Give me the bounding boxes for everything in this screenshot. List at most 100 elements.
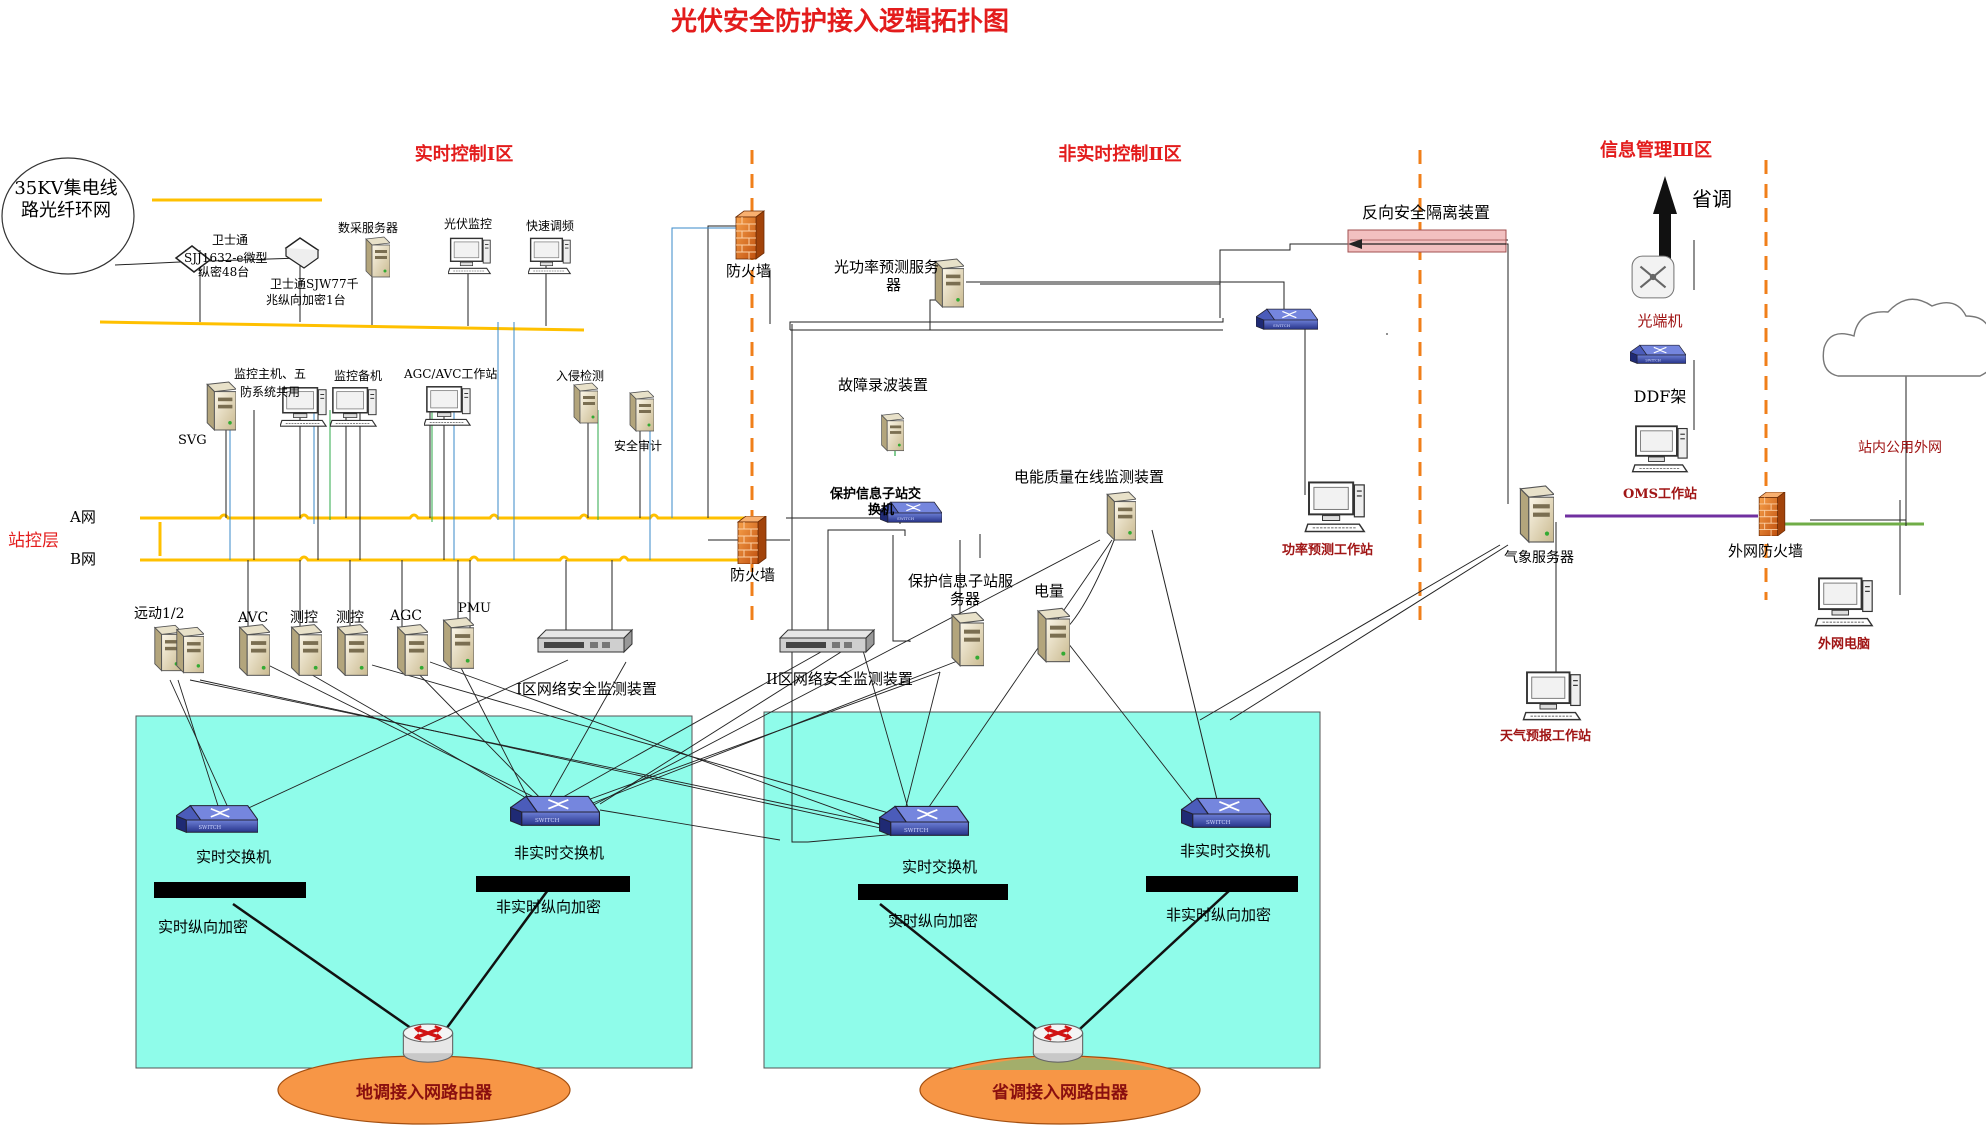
ddf-switch-icon xyxy=(1630,344,1686,364)
nrt-enc-left-label: 非实时纵向加密 xyxy=(496,898,601,916)
ck1-label: 测控 xyxy=(290,610,318,626)
energy-label: 电量 xyxy=(1034,582,1064,600)
router-left-label: 地调接入网路由器 xyxy=(356,1082,493,1103)
power-forecast-server-icon[interactable] xyxy=(934,258,964,308)
weather-ws-label: 天气预报工作站 xyxy=(1500,728,1591,744)
wst1c-label: 纵密48台 xyxy=(198,264,249,279)
prot-server-label-1: 保护信息子站服 xyxy=(908,572,1013,590)
fault-rec-label: 故障录波装置 xyxy=(838,376,928,394)
yd-label: 远动1/2 xyxy=(134,606,185,622)
data-server-icon[interactable] xyxy=(365,236,390,278)
pf-server-label-1: 光功率预测服务 xyxy=(834,258,939,276)
ext-pc-label: 外网电脑 xyxy=(1817,636,1870,652)
rt-switch-left-label: 实时交换机 xyxy=(196,848,271,866)
optical-terminal-icon xyxy=(1631,255,1675,299)
ck2-label: 测控 xyxy=(336,610,364,626)
agc-label: AGC xyxy=(389,608,422,624)
agc-server-icon[interactable] xyxy=(396,624,428,676)
reverse-isolation-device xyxy=(1347,229,1507,253)
oms-workstation-icon[interactable] xyxy=(1631,425,1689,473)
sec-mon2-label: II区网络安全监测装置 xyxy=(766,670,913,688)
ext-fw-label: 外网防火墙 xyxy=(1728,542,1803,560)
svg-label: SVG xyxy=(178,433,207,448)
rt-enc-right-label: 实时纵向加密 xyxy=(888,912,978,930)
fw1-label: 防火墙 xyxy=(726,262,771,280)
firewall-1-icon xyxy=(735,210,765,260)
nrt-switch-left-label: 非实时交换机 xyxy=(514,844,604,862)
public-net-cloud xyxy=(1822,298,1986,377)
power-forecast-ws-icon[interactable] xyxy=(1304,481,1366,533)
weather-forecast-ws-icon[interactable] xyxy=(1522,671,1582,721)
sec-mon1-label: I区网络安全监测装置 xyxy=(516,680,657,698)
pmu-label: PMU xyxy=(458,601,491,616)
svg-server-icon[interactable] xyxy=(206,381,236,431)
prot-switch-label-2: 换机 xyxy=(868,502,894,518)
text-layer: 光伏安全防护接入逻辑拓扑图 实时控制Ⅰ区 非实时控制Ⅱ区 信息管理Ⅲ区 35KV… xyxy=(8,6,1942,1103)
wst1-label: 卫士通 xyxy=(212,233,248,247)
wst2b-label: 兆纵向加密1台 xyxy=(266,292,346,307)
monitor-backup-pc-icon[interactable] xyxy=(330,386,377,428)
optical-label: 光端机 xyxy=(1637,312,1682,330)
external-firewall-icon xyxy=(1758,492,1786,536)
agc-avc-ws-icon[interactable] xyxy=(424,385,471,427)
encryption-bars xyxy=(154,876,1298,900)
mon-backup-label: 监控备机 xyxy=(334,369,382,383)
external-pc-icon[interactable] xyxy=(1814,577,1874,627)
measure-control-2-icon[interactable] xyxy=(336,624,368,676)
zone2-label: 非实时控制Ⅱ区 xyxy=(1058,143,1181,165)
router-left-icon xyxy=(401,1022,455,1064)
reverse-iso-label: 反向安全隔离装置 xyxy=(1362,203,1490,222)
public-net-label: 站内公用外网 xyxy=(1858,440,1942,456)
zone2-switch-icon xyxy=(1256,308,1318,330)
rt-enc-left-label: 实时纵向加密 xyxy=(158,918,248,936)
nrt-switch-right-label: 非实时交换机 xyxy=(1180,842,1270,860)
security-audit-icon[interactable] xyxy=(629,390,654,432)
agc-ws-label: AGC/AVC工作站 xyxy=(403,367,497,381)
b-net-label: B网 xyxy=(70,550,96,568)
ring-label-1: 35KV集电线 xyxy=(14,178,117,199)
energy-meter-icon[interactable] xyxy=(1037,607,1070,663)
zone1-security-monitor-icon xyxy=(537,629,633,653)
intrusion-label: 入侵检测 xyxy=(556,368,604,383)
audit-label: 安全审计 xyxy=(614,438,662,453)
fast-freq-pc-icon[interactable] xyxy=(528,237,571,275)
nrt-enc-right-label: 非实时纵向加密 xyxy=(1166,906,1271,924)
avc-server-icon[interactable] xyxy=(238,624,270,676)
prot-server-label-2: 务器 xyxy=(950,590,980,608)
a-net-label: A网 xyxy=(69,508,96,526)
colored-links xyxy=(229,227,1924,560)
pv-monitor-label: 光伏监控 xyxy=(444,217,492,231)
pf-server-label-2: 器 xyxy=(886,276,901,294)
nrt-switch-left-icon xyxy=(510,795,600,827)
uplink-arrow xyxy=(1659,210,1671,266)
cross-links xyxy=(169,539,1201,843)
station-layer-label: 站控层 xyxy=(8,531,59,551)
uplink-label: 省调 xyxy=(1692,187,1732,211)
wst1b-label: SJJ1632-e微型 xyxy=(184,251,268,265)
fault-recorder-icon[interactable] xyxy=(881,412,904,452)
pq-monitor-label: 电能质量在线监测装置 xyxy=(1014,468,1164,486)
zone2-security-monitor-icon xyxy=(779,629,875,653)
ddf-label: DDF架 xyxy=(1634,387,1687,406)
oms-label: OMS工作站 xyxy=(1623,486,1697,502)
fast-freq-label: 快速调频 xyxy=(526,219,574,233)
pmu-server-icon[interactable] xyxy=(442,616,474,670)
pv-monitor-pc-icon[interactable] xyxy=(448,237,491,275)
router-right-label: 省调接入网路由器 xyxy=(991,1082,1129,1103)
telecontrol-2-icon[interactable] xyxy=(176,626,204,674)
protection-info-server-icon[interactable] xyxy=(951,611,984,667)
diagram-title: 光伏安全防护接入逻辑拓扑图 xyxy=(670,6,1009,37)
measure-control-1-icon[interactable] xyxy=(290,624,322,676)
firewall-2-icon xyxy=(737,516,767,564)
intrusion-detection-icon[interactable] xyxy=(573,382,598,424)
weather-server-label: 气象服务器 xyxy=(1504,550,1574,566)
mon-host-label-1: 监控主机、五 xyxy=(234,367,306,381)
pf-ws-label: 功率预测工作站 xyxy=(1282,542,1373,558)
zone3-label: 信息管理Ⅲ区 xyxy=(1600,139,1712,161)
pq-monitor-server-icon[interactable] xyxy=(1106,491,1136,541)
weather-server-icon[interactable] xyxy=(1519,485,1554,543)
zone1-label: 实时控制Ⅰ区 xyxy=(415,143,513,165)
fw2-label: 防火墙 xyxy=(730,566,775,584)
